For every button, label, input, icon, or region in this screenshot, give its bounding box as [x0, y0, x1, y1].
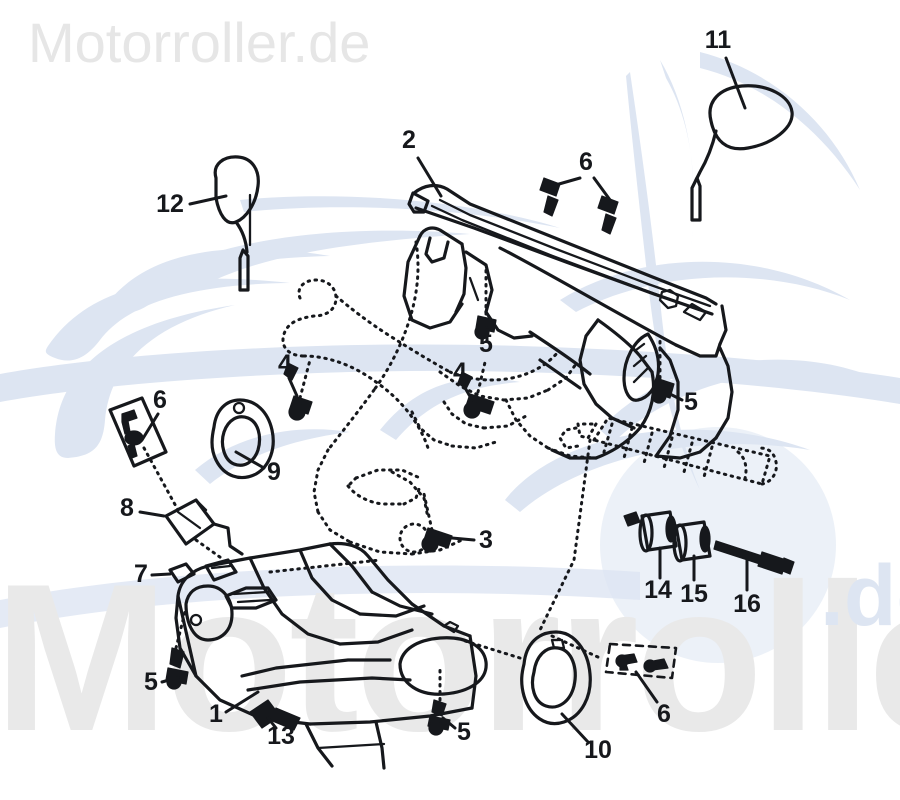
callout-leader — [560, 712, 590, 744]
callout-number: 2 — [402, 126, 416, 154]
part-1-lower-cover — [174, 541, 488, 770]
callout-number: 5 — [684, 388, 698, 416]
callout-leader — [234, 450, 266, 470]
screw-3 — [421, 527, 453, 553]
callout-number: 14 — [644, 576, 672, 604]
callout-10[interactable]: 10 — [560, 712, 612, 764]
part-15-bushing-inner — [672, 520, 712, 563]
callout-6-top[interactable]: 6 — [550, 148, 615, 206]
callout-4-right[interactable]: 4 — [453, 358, 474, 402]
callout-leader — [724, 56, 747, 110]
handlebar-grip-right — [558, 416, 778, 486]
watermark-tail-text: .de — [820, 548, 900, 644]
callout-number: 1 — [209, 700, 223, 728]
watermark-body-text: Motorroller — [0, 540, 900, 775]
callout-leader — [462, 384, 474, 402]
callout-number: 6 — [579, 148, 593, 176]
part-2-upper-trim-strip — [407, 183, 718, 316]
callout-number: 5 — [479, 330, 493, 358]
callout-6-lower[interactable]: 6 — [634, 670, 671, 728]
callout-5-right[interactable]: 5 — [668, 388, 698, 416]
callout-leader — [668, 392, 684, 402]
callout-5-upper[interactable]: 5 — [479, 328, 493, 358]
callout-number: 3 — [479, 526, 493, 554]
callout-leader — [266, 716, 278, 730]
callout-number: 7 — [134, 560, 148, 588]
callout-leader — [550, 176, 582, 188]
callout-number: 4 — [278, 350, 292, 378]
callout-number: 4 — [453, 358, 467, 386]
callout-leader — [224, 690, 260, 714]
callout-13[interactable]: 13 — [266, 716, 295, 750]
callout-number: 16 — [733, 590, 761, 618]
callout-number: 13 — [267, 722, 295, 750]
upper-cowl-housing — [402, 226, 734, 460]
callout-number: 9 — [267, 458, 281, 486]
callout-12[interactable]: 12 — [156, 190, 228, 218]
callout-5-lower-left[interactable]: 5 — [144, 668, 178, 696]
callout-1[interactable]: 1 — [209, 690, 260, 728]
callout-leader — [287, 376, 299, 398]
callout-leader — [150, 572, 172, 577]
part-9-gasket-upper — [210, 398, 275, 480]
screw-glyph — [121, 409, 138, 435]
callout-number: 12 — [156, 190, 184, 218]
screw-5b — [651, 377, 675, 404]
bolt-13 — [249, 699, 301, 731]
callout-6-plate[interactable]: 6 — [140, 386, 167, 442]
part-11-mirror-right — [690, 84, 794, 222]
watermark-header-text: Motorroller.de — [28, 11, 370, 74]
part-6-screw-plate-lower — [604, 642, 678, 680]
callout-leader — [140, 412, 160, 442]
callout-9[interactable]: 9 — [234, 450, 281, 486]
callout-3[interactable]: 3 — [450, 526, 493, 554]
callout-leader — [188, 194, 228, 206]
part-6-screw-plate — [108, 396, 168, 468]
screw-6b — [597, 195, 619, 235]
screw-glyph — [615, 653, 638, 671]
callout-8[interactable]: 8 — [120, 494, 166, 522]
callout-number: 5 — [457, 718, 471, 746]
screw-glyph — [643, 658, 669, 673]
callout-leader — [138, 510, 166, 518]
part-12-mirror-left — [213, 155, 260, 292]
callout-number: 6 — [153, 386, 167, 414]
screw-6a — [539, 177, 561, 217]
screw-5a — [474, 315, 497, 340]
callout-number: 5 — [144, 668, 158, 696]
assembly-guide-lines — [142, 268, 662, 702]
callout-14[interactable]: 14 — [644, 546, 672, 604]
callout-leader — [416, 156, 443, 198]
callout-5-lower-right[interactable]: 5 — [441, 716, 471, 746]
callout-7[interactable]: 7 — [134, 560, 172, 588]
callout-2[interactable]: 2 — [402, 126, 443, 198]
callout-number: 10 — [584, 736, 612, 764]
callout-number: 15 — [680, 580, 708, 608]
callout-4-left[interactable]: 4 — [278, 350, 299, 398]
callout-leader — [160, 676, 178, 684]
handlebar-tube-reference — [281, 240, 596, 556]
part-7-clip-nut — [168, 558, 238, 584]
screw-4a — [283, 362, 313, 421]
screw-5d — [427, 699, 451, 736]
screw-glyph — [124, 430, 144, 459]
callout-11[interactable]: 11 — [705, 26, 747, 110]
callout-leader — [592, 176, 615, 206]
callout-number: 6 — [657, 700, 671, 728]
callout-leader — [441, 716, 457, 730]
part-8-mounting-bracket — [164, 498, 244, 556]
callout-number: 11 — [705, 26, 732, 54]
part-16-bolt-long — [713, 540, 795, 575]
callout-15[interactable]: 15 — [680, 554, 708, 608]
callout-number: 8 — [120, 494, 134, 522]
callout-leader — [634, 670, 659, 704]
callout-16[interactable]: 16 — [733, 556, 761, 618]
callout-leader — [450, 536, 476, 542]
